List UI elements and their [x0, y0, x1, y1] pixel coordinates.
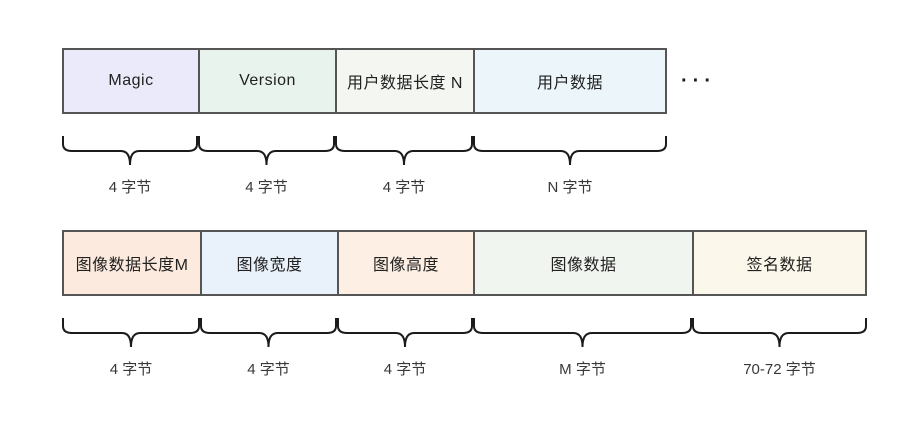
- size-label: 4 字节: [109, 361, 153, 378]
- continuation-ellipsis: ···: [681, 70, 716, 92]
- underbrace-row: [62, 136, 716, 168]
- size-label: N 字节: [547, 179, 593, 196]
- segment-box: Version: [198, 48, 335, 114]
- segment-box: 签名数据: [692, 230, 867, 296]
- segment-label: 签名数据: [746, 257, 813, 274]
- underbrace-icon: [198, 136, 335, 168]
- underbrace-icon: [200, 318, 337, 350]
- segment-boxes: 图像数据长度M 图像宽度 图像高度 图像数据 签名数据: [62, 230, 867, 296]
- byte-row-user-header: Magic Version 用户数据长度 N 用户数据 ··· 4 字节 4 字节 4 字节 N…: [62, 48, 716, 197]
- size-label: 4 字节: [247, 361, 290, 378]
- size-label: M 字节: [559, 361, 606, 378]
- underbrace-icon: [473, 318, 692, 350]
- underbrace-icon: [62, 318, 200, 350]
- segment-label: 图像数据长度M: [75, 257, 189, 274]
- segment-boxes: Magic Version 用户数据长度 N 用户数据 ···: [62, 48, 716, 114]
- segment-box: 图像数据长度M: [62, 230, 200, 296]
- size-label: 4 字节: [108, 179, 152, 196]
- segment-label: 图像高度: [372, 257, 439, 274]
- segment-label: Version: [239, 72, 296, 89]
- size-label-row: 4 字节 4 字节 4 字节 N 字节: [62, 176, 716, 197]
- segment-box: 用户数据: [473, 48, 667, 114]
- underbrace-icon: [337, 318, 473, 350]
- underbrace-icon: [473, 136, 667, 168]
- segment-box: 图像数据: [473, 230, 692, 296]
- segment-label: 图像数据: [550, 257, 617, 274]
- underbrace-icon: [62, 136, 198, 168]
- underbrace-icon: [692, 318, 867, 350]
- segment-label: 图像宽度: [236, 257, 303, 274]
- size-label: 4 字节: [383, 361, 427, 378]
- size-label: 4 字节: [245, 179, 288, 196]
- segment-label: 用户数据: [536, 75, 603, 92]
- byte-row-image-data: 图像数据长度M 图像宽度 图像高度 图像数据 签名数据 4 字节 4 字节 4 字节 M 字节 7…: [62, 230, 867, 379]
- segment-box: 图像高度: [337, 230, 473, 296]
- segment-box: 用户数据长度 N: [335, 48, 473, 114]
- segment-box: 图像宽度: [200, 230, 337, 296]
- size-label-row: 4 字节 4 字节 4 字节 M 字节 70-72 字节: [62, 358, 867, 379]
- size-label: 70-72 字节: [743, 361, 816, 378]
- size-label: 4 字节: [382, 179, 426, 196]
- underbrace-icon: [335, 136, 473, 168]
- segment-box: Magic: [62, 48, 198, 114]
- segment-label: 用户数据长度 N: [346, 75, 463, 92]
- underbrace-row: [62, 318, 867, 350]
- segment-label: Magic: [108, 72, 154, 89]
